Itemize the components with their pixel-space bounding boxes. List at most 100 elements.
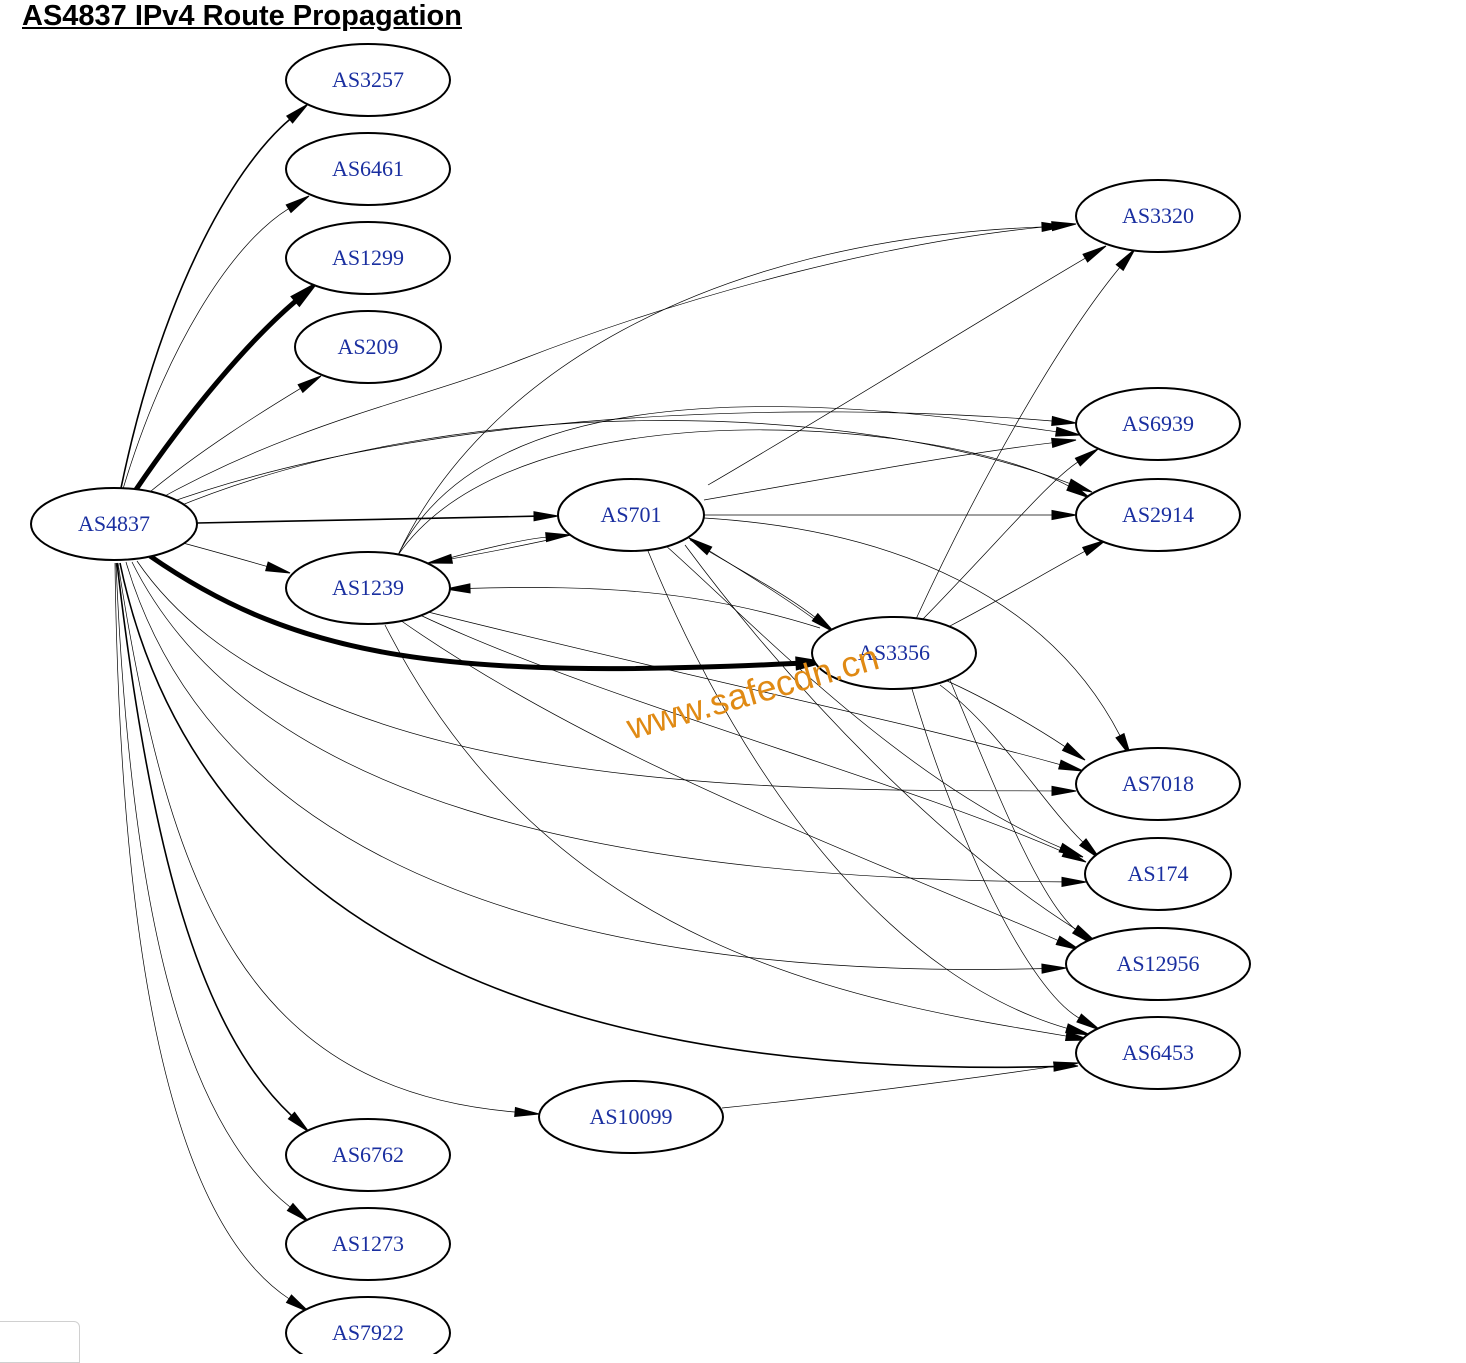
edge-as1239-to-as6453 <box>384 624 1091 1042</box>
edge-as3356-to-as7018 <box>944 679 1086 761</box>
node-ellipse <box>538 1080 724 1154</box>
edge-as4837-to-as174 <box>131 561 1087 888</box>
node-label: AS174 <box>1127 861 1188 886</box>
edge-as4837-to-as1273 <box>115 562 310 1223</box>
node-label: AS7018 <box>1122 771 1194 796</box>
node-label: AS3257 <box>332 67 404 92</box>
node-as3320[interactable]: AS3320 <box>1075 179 1241 253</box>
edge-line <box>151 225 1053 504</box>
edge-line <box>120 118 291 489</box>
edge-line <box>132 299 297 493</box>
node-ellipse <box>1075 387 1241 461</box>
edge-line <box>419 614 1065 853</box>
edge-line <box>148 553 797 672</box>
edge-line <box>419 609 1060 765</box>
edge-line <box>384 624 1067 1037</box>
node-label: AS701 <box>600 502 661 527</box>
node-as7018[interactable]: AS7018 <box>1075 747 1241 821</box>
edge-line <box>397 226 1043 556</box>
edge-line <box>144 388 301 497</box>
node-ellipse <box>285 551 451 625</box>
arrowhead-icon <box>427 553 454 564</box>
arrowhead-icon <box>545 532 571 543</box>
edge-as701-to-as12956 <box>684 544 1097 943</box>
arrowhead-icon <box>297 375 322 394</box>
node-as209[interactable]: AS209 <box>294 310 442 384</box>
edge-line <box>947 551 1086 628</box>
node-label: AS4837 <box>78 511 150 536</box>
arrowhead-icon <box>1074 448 1099 467</box>
node-as174[interactable]: AS174 <box>1084 837 1232 911</box>
edge-as3356-to-as6453 <box>911 688 1101 1031</box>
node-label: AS209 <box>337 334 398 359</box>
arrowhead-icon <box>811 612 835 633</box>
node-label: AS3356 <box>858 640 930 665</box>
node-ellipse <box>1075 1016 1241 1090</box>
node-as1273[interactable]: AS1273 <box>285 1207 451 1281</box>
node-ellipse <box>811 616 977 690</box>
node-as1299[interactable]: AS1299 <box>285 221 451 295</box>
node-ellipse <box>1065 927 1251 1001</box>
edge-as4837-to-as3356 <box>148 553 827 672</box>
edge-line <box>182 542 268 567</box>
arrowhead-icon <box>1081 539 1107 557</box>
edge-as3356-to-as2914 <box>947 539 1107 628</box>
arrowhead-icon <box>1066 481 1091 499</box>
node-as4837[interactable]: AS4837 <box>30 487 198 561</box>
arrowhead-icon <box>1058 842 1084 858</box>
edge-as4837-to-as7018 <box>136 560 1077 797</box>
edge-line <box>399 619 1059 941</box>
edge-line <box>125 561 1043 970</box>
edge-line <box>721 1066 1055 1109</box>
edge-line <box>122 208 289 490</box>
arrowhead-icon <box>533 511 559 522</box>
edge-as3356-to-as3320 <box>915 248 1136 620</box>
node-as6461[interactable]: AS6461 <box>285 132 451 206</box>
arrowhead-icon <box>1041 963 1067 974</box>
arrowhead-icon <box>286 1202 310 1223</box>
arrowhead-icon <box>290 281 319 308</box>
edges-layer <box>114 103 1136 1313</box>
edge-line <box>703 442 1053 501</box>
node-as2914[interactable]: AS2914 <box>1075 478 1241 552</box>
edge-as1239-to-as6939 <box>397 406 1081 556</box>
node-label: AS6762 <box>332 1142 404 1167</box>
edge-as4837-to-as701 <box>196 511 559 524</box>
node-ellipse <box>285 1207 451 1281</box>
node-label: AS6939 <box>1122 411 1194 436</box>
node-as7922[interactable]: AS7922 <box>285 1296 451 1354</box>
arrowhead-icon <box>1051 415 1077 427</box>
edge-as4837-to-as1299 <box>132 281 319 493</box>
node-as6762[interactable]: AS6762 <box>285 1118 451 1192</box>
edge-line <box>117 562 516 1113</box>
edge-as3356-to-as174 <box>939 684 1101 860</box>
edge-as4837-to-as6939 <box>159 411 1077 507</box>
edge-line <box>939 684 1084 843</box>
arrowhead-icon <box>1055 935 1081 951</box>
edge-as1239-to-as3320 <box>397 221 1067 556</box>
edge-line <box>944 679 1066 747</box>
node-ellipse <box>285 221 451 295</box>
edge-as3356-to-as1239 <box>445 583 821 629</box>
corner-tab <box>0 1321 80 1363</box>
edge-line <box>921 461 1079 621</box>
node-as12956[interactable]: AS12956 <box>1065 927 1251 1001</box>
edge-as4837-to-as7922 <box>114 562 310 1313</box>
node-as6453[interactable]: AS6453 <box>1075 1016 1241 1090</box>
edge-line <box>114 562 290 1300</box>
node-ellipse <box>1075 478 1241 552</box>
arrowhead-icon <box>1058 759 1084 772</box>
node-as3356[interactable]: AS3356 <box>811 616 977 690</box>
node-as3257[interactable]: AS3257 <box>285 43 451 117</box>
node-label: AS6461 <box>332 156 404 181</box>
node-as701[interactable]: AS701 <box>557 478 705 552</box>
node-as10099[interactable]: AS10099 <box>538 1080 724 1154</box>
node-label: AS2914 <box>1122 502 1194 527</box>
node-as1239[interactable]: AS1239 <box>285 551 451 625</box>
edge-as701-to-as6453 <box>647 550 1091 1036</box>
arrowhead-icon <box>514 1106 540 1118</box>
edge-line <box>915 267 1121 620</box>
nodes-layer: AS4837AS3257AS6461AS1299AS209AS1239AS701… <box>30 43 1251 1354</box>
edge-line <box>131 561 1063 883</box>
node-as6939[interactable]: AS6939 <box>1075 387 1241 461</box>
